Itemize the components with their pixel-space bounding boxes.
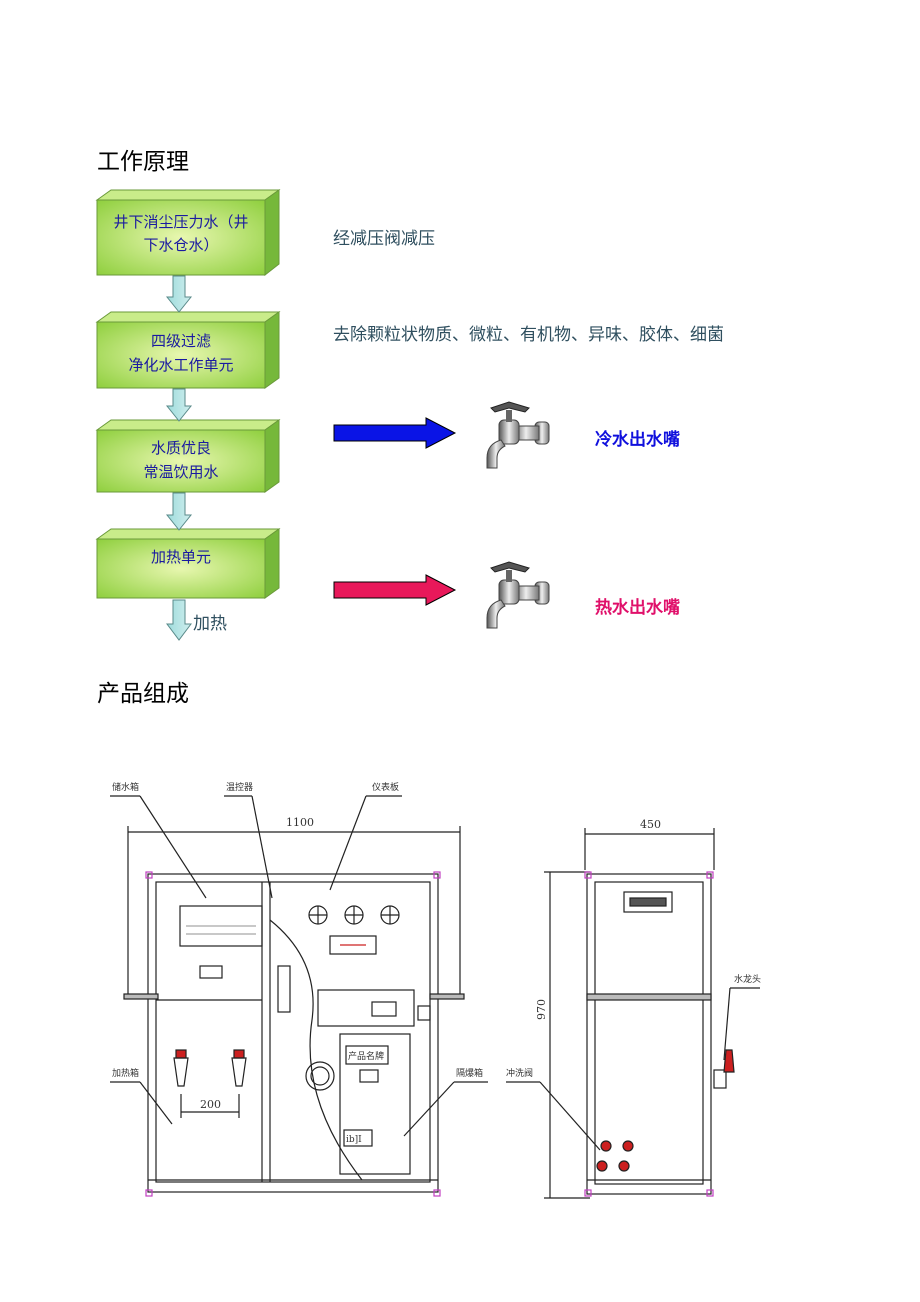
- cold-faucet-icon: [486, 401, 550, 469]
- down-arrow-2: [165, 388, 193, 422]
- down-arrow-1: [165, 275, 193, 313]
- callout-thermostat: 温控器: [226, 781, 253, 793]
- callout-instrument-panel: 仪表板: [372, 781, 399, 793]
- dimension-tap-spacing: 200: [200, 1098, 221, 1111]
- hot-faucet-icon: [486, 561, 550, 629]
- side-view: [506, 828, 760, 1199]
- note-filtration: 去除颗粒状物质、微粒、有机物、异味、胶体、细菌: [333, 325, 724, 345]
- callout-storage-tank: 储水箱: [112, 781, 139, 793]
- explosion-mark: ib]I: [346, 1135, 362, 1145]
- note-pressure-reduce: 经减压阀减压: [333, 229, 435, 249]
- box2-line1: 四级过滤: [151, 332, 211, 350]
- box2-line2: 净化水工作单元: [128, 356, 233, 374]
- dimension-width-front: 1100: [286, 816, 314, 829]
- dimension-height-side: 970: [535, 999, 548, 1020]
- front-view: [110, 795, 488, 1197]
- hot-outlet-label: 热水出水嘴: [595, 598, 680, 618]
- nameplate-label: 产品名牌: [348, 1050, 384, 1062]
- principle-title: 工作原理: [97, 149, 189, 175]
- down-arrow-4: [166, 599, 192, 641]
- flow-box-filter: 四级过滤 净化水工作单元: [95, 311, 281, 389]
- flow-box-heating: 加热单元: [95, 528, 281, 599]
- dimension-width-side: 450: [640, 818, 661, 831]
- heat-label: 加热: [193, 614, 227, 634]
- callout-faucet: 水龙头: [734, 973, 761, 985]
- cold-outlet-label: 冷水出水嘴: [595, 430, 680, 450]
- box4-line1: 加热单元: [151, 548, 211, 566]
- engineering-drawing: 储水箱 温控器 仪表板 加热箱 隔爆箱 1100 200 产品名牌 ib]I: [110, 781, 761, 1199]
- callout-flush-valve: 冲洗阀: [506, 1067, 533, 1079]
- cold-arrow: [333, 417, 457, 449]
- callout-explosion-proof: 隔爆箱: [456, 1067, 483, 1079]
- down-arrow-3: [165, 492, 193, 531]
- box3-line2: 常温饮用水: [143, 463, 218, 481]
- box1-line2: 下水仓水）: [143, 236, 218, 254]
- box1-line1: 井下消尘压力水（井: [113, 213, 248, 231]
- flow-box-source: 井下消尘压力水（井 下水仓水）: [95, 189, 281, 277]
- flow-box-drinking-water: 水质优良 常温饮用水: [95, 419, 281, 493]
- box3-line1: 水质优良: [151, 439, 211, 457]
- composition-title: 产品组成: [97, 681, 189, 707]
- hot-arrow: [333, 574, 457, 606]
- callout-heating-tank: 加热箱: [112, 1067, 139, 1079]
- flow-chart: 井下消尘压力水（井 下水仓水） 四级过滤 净化水工作单元 水质优良 常温饮用水 …: [95, 189, 550, 641]
